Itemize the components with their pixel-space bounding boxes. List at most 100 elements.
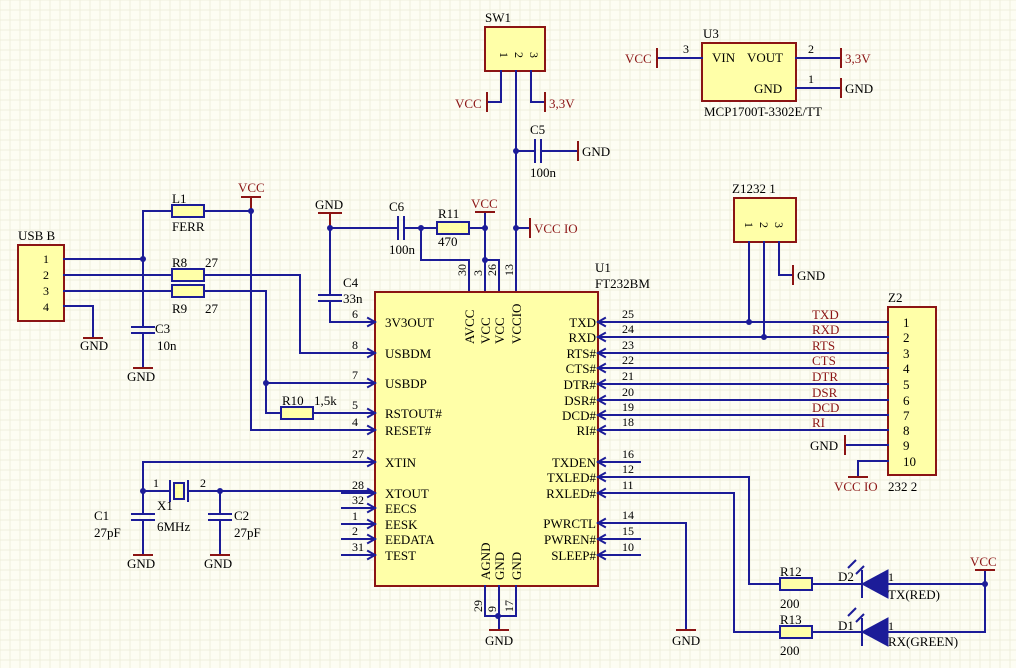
l1-ref: L1 <box>172 191 186 206</box>
u1-pin-name: DSR# <box>564 393 596 408</box>
z2-net-label: DSR <box>812 385 838 400</box>
z1232-pin-2: 2 <box>757 222 771 228</box>
u1-pin-number: 24 <box>622 322 634 336</box>
r10-ref: R10 <box>282 393 304 408</box>
z2-pin-number: 1 <box>903 315 910 330</box>
d1-pin: 1 <box>888 619 894 633</box>
r8-value: 27 <box>205 255 219 270</box>
u3-gnd-label: GND <box>845 81 873 96</box>
r13-body <box>779 625 813 639</box>
c6-ref: C6 <box>389 199 405 214</box>
u3-33v-label: 3,3V <box>845 51 871 66</box>
c4-ref: C4 <box>343 275 359 290</box>
led-vcc-label: VCC <box>970 554 997 569</box>
u1-pin-number: 29 <box>471 600 485 612</box>
u1-pin-number: 32 <box>352 493 364 507</box>
u3-pin-vout: 2 <box>808 42 814 56</box>
c6-value: 100n <box>389 242 416 257</box>
c3-gnd-label: GND <box>127 369 155 384</box>
u1-pin-number: 14 <box>622 508 634 522</box>
u1-pin-name: RI# <box>577 423 597 438</box>
z2-pin-number: 9 <box>903 438 910 453</box>
led-d2-symbol <box>860 569 889 599</box>
z1232-pin-3: 3 <box>772 222 786 228</box>
jumper-z1232: Z1232 1 1 2 3 GND <box>732 181 825 338</box>
usb-b-connector: USB B 1 2 3 4 <box>17 228 65 322</box>
capacitor-c3: C3 10n GND <box>127 321 177 384</box>
r12-value: 200 <box>780 596 800 611</box>
u1-pin-name: TXD <box>569 315 596 330</box>
z1232-ref: Z1232 1 <box>732 181 776 196</box>
r8-body <box>171 268 205 282</box>
usb-body <box>17 244 65 322</box>
c1-value: 27pF <box>94 525 121 540</box>
resistor-r8: R8 27 <box>171 255 372 354</box>
u1-pin-name: GND <box>492 552 507 580</box>
u3-pin-vin: 3 <box>683 42 689 56</box>
r12-body <box>779 577 813 591</box>
z2-net-label: TXD <box>812 307 839 322</box>
u1-pin-number: 6 <box>352 307 358 321</box>
u3-vin: VIN <box>712 50 736 65</box>
sw1-vcc-label: VCC <box>455 96 482 111</box>
u1-pin-number: 1 <box>352 509 358 523</box>
d2-value: TX(RED) <box>888 587 940 602</box>
z2-pin-number: 8 <box>903 423 910 438</box>
u1-pin-name: PWREN# <box>544 532 597 547</box>
u1-pin-name: TXDEN <box>552 455 597 470</box>
c1-ref: C1 <box>94 508 109 523</box>
r8-ref: R8 <box>172 255 187 270</box>
z2-net-label: CTS <box>812 353 836 368</box>
u1-pin-name: EECS <box>385 501 417 516</box>
z2-gnd-label: GND <box>810 438 838 453</box>
u3-body <box>701 42 797 102</box>
r10-body <box>280 406 314 420</box>
u1-pin-number: 30 <box>455 264 469 276</box>
u1-pin-name: AVCC <box>462 310 477 344</box>
u1-value: FT232BM <box>595 276 650 291</box>
capacitor-c5: GND C5 100n <box>515 122 610 180</box>
r13-ref: R13 <box>780 612 802 627</box>
usb-pin-2: 2 <box>43 268 49 282</box>
c5-value: 100n <box>530 165 557 180</box>
u1-pin-number: 15 <box>622 524 634 538</box>
z1232-body <box>733 197 797 243</box>
usb-pin-3: 3 <box>43 284 49 298</box>
usb-gnd-label: GND <box>80 338 108 353</box>
u1-pin-number: 26 <box>485 264 499 276</box>
z2-net-label: RI <box>812 415 825 430</box>
z2-net-label: DCD <box>812 400 839 415</box>
u1-pin-name: RXD <box>569 330 596 345</box>
c4-value: 33n <box>343 291 363 306</box>
r11-value: 470 <box>438 234 458 249</box>
u1-pin-name: VCC <box>478 317 493 344</box>
r11-body <box>436 221 470 235</box>
top-gnd-label: GND <box>315 197 343 212</box>
usb-pin-4: 4 <box>43 300 49 314</box>
junctions <box>140 148 988 619</box>
u1-pin-name: VCC <box>492 317 507 344</box>
decoupling-network: GND C4 33n C6 100n R11 470 VCC <box>315 196 500 323</box>
z2-pin-number: 5 <box>903 377 910 392</box>
u1-pin-name: DCD# <box>562 408 596 423</box>
u1-pin-name: RTS# <box>566 346 596 361</box>
sw1-pin-1: 1 <box>497 52 511 58</box>
z2-ref: Z2 <box>888 290 902 305</box>
u1-pin-name: AGND <box>478 542 493 580</box>
r9-value: 27 <box>205 301 219 316</box>
led-d1-symbol <box>860 617 889 647</box>
c5-gnd-label: GND <box>582 144 610 159</box>
u3-vout: VOUT <box>747 50 783 65</box>
u1-pin-number: 4 <box>352 415 358 429</box>
u3-value: MCP1700T-3302E/TT <box>704 104 822 119</box>
u1-pin-name: RSTOUT# <box>385 406 442 421</box>
c5-ref: C5 <box>530 122 545 137</box>
c3-value: 10n <box>157 338 177 353</box>
z2-net-label: RTS <box>812 338 835 353</box>
u1-pin-number: 10 <box>622 540 634 554</box>
d2-pin: 1 <box>888 570 894 584</box>
z2-pin-number: 7 <box>903 408 910 423</box>
z2-pin-number: 10 <box>903 454 916 469</box>
